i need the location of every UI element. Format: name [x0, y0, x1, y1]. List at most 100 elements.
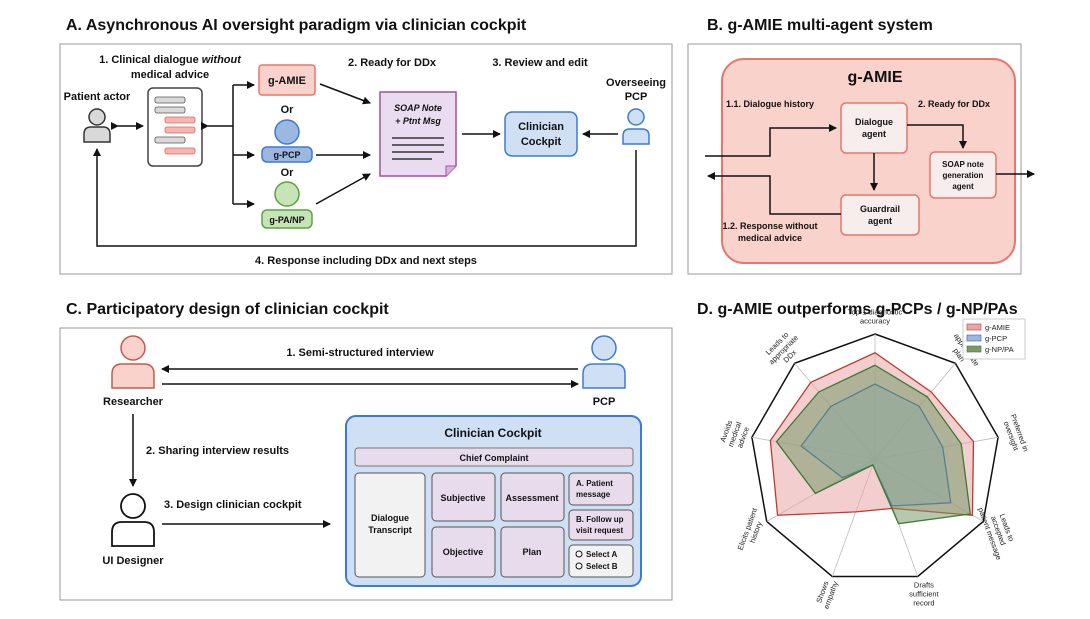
panel-a: A. Asynchronous AI oversight paradigm vi…	[59, 17, 673, 275]
guardrail-agent-line1: Guardrail	[860, 204, 900, 214]
amie-to-soap-arrow	[319, 83, 371, 105]
radar-series-g-np-pa	[775, 364, 971, 525]
researcher-label: Researcher	[103, 396, 164, 408]
dialogue-agent-line2: agent	[862, 129, 886, 139]
patient-actor-icon	[83, 108, 111, 143]
sharing-label: 2. Sharing interview results	[146, 445, 289, 457]
follow-up-section	[568, 509, 634, 541]
g-amie-box	[258, 64, 316, 96]
cockpit-mockup-title: Clinician Cockpit	[444, 426, 541, 440]
select-a-radio[interactable]	[575, 550, 583, 558]
cockpit-label-line1: Clinician	[518, 121, 564, 133]
legend-entry: g-AMIE	[985, 323, 1010, 332]
assessment-section	[500, 472, 565, 522]
dialogue-history-label: 1.1. Dialogue history	[726, 99, 814, 109]
step1-label: 1. Clinical dialogue without	[99, 54, 242, 66]
soap-agent-line3: agent	[952, 182, 974, 191]
dialogue-agent-box	[840, 102, 908, 154]
g-pcp-label: g-PCP	[274, 150, 301, 160]
dialogue-history-arrow	[705, 124, 837, 157]
panel-b-title: B. g-AMIE multi-agent system	[707, 17, 933, 34]
researcher-icon	[111, 335, 155, 389]
panel-c-title: C. Participatory design of clinician coc…	[66, 301, 389, 318]
plan-section	[500, 526, 565, 578]
response-arrow	[707, 172, 841, 215]
patient-message-line1: A. Patient	[576, 479, 613, 488]
follow-up-line1: B. Follow up	[576, 515, 624, 524]
legend-swatch	[966, 334, 982, 342]
guardrail-agent-box	[840, 194, 920, 236]
response-label-line1: 1.2. Response without	[722, 221, 817, 231]
patient-message-line2: message	[576, 490, 611, 499]
select-b-label: Select B	[586, 562, 618, 571]
chat-window-icon	[147, 87, 203, 167]
overseeing-pcp-icon	[622, 108, 650, 145]
select-a-label: Select A	[586, 550, 617, 559]
step1-label-line2: medical advice	[131, 69, 209, 81]
response-label-line2: medical advice	[738, 233, 802, 243]
g-amie-container-label: g-AMIE	[847, 69, 902, 86]
soap-note-line1: SOAP Note	[394, 103, 442, 113]
guardrail-agent-line2: agent	[868, 216, 892, 226]
design-cockpit-label: 3. Design clinician cockpit	[164, 499, 302, 511]
ready-ddx-label: 2. Ready for DDx	[918, 99, 990, 109]
clinician-cockpit-box	[504, 111, 578, 157]
patient-actor-label: Patient actor	[64, 91, 131, 103]
radar-legend: g-AMIE g-PCP g-NP/PA	[962, 318, 1026, 360]
chief-complaint-label: Chief Complaint	[460, 453, 529, 463]
objective-section	[431, 526, 496, 578]
cockpit-label-line2: Cockpit	[521, 136, 562, 148]
plan-label: Plan	[522, 547, 541, 557]
chief-complaint-bar	[354, 447, 634, 467]
ready-ddx-arrow	[907, 124, 967, 149]
g-amie-label: g-AMIE	[268, 75, 306, 87]
response-return-arrow	[93, 148, 637, 247]
radar-axis-label: Avoidsmedicaladvice	[718, 417, 752, 451]
overseeing-pcp-label-1: Overseeing	[606, 77, 666, 89]
legend-entry: g-NP/PA	[985, 345, 1014, 354]
dialogue-transcript-line2: Transcript	[368, 525, 412, 535]
legend-swatch	[966, 323, 982, 331]
assessment-label: Assessment	[505, 493, 558, 503]
np-to-soap-arrow	[315, 173, 371, 205]
subjective-section	[431, 472, 496, 522]
soap-note-line2: + Ptnt Msg	[395, 116, 441, 126]
radar-axis-label: Leads toacceptedpatient message	[976, 500, 1020, 561]
panel-d: D. g-AMIE outperforms g-PCPs / g-NP/PAs …	[697, 301, 1031, 610]
legend-entry: g-PCP	[985, 334, 1007, 343]
soap-note-document	[379, 91, 457, 177]
soap-agent-box	[929, 151, 997, 199]
or-label-2: Or	[281, 167, 295, 179]
panel-a-title: A. Asynchronous AI oversight paradigm vi…	[66, 17, 527, 34]
select-b-radio[interactable]	[575, 562, 583, 570]
g-pcp-icon	[261, 119, 313, 163]
follow-up-line2: visit request	[576, 526, 623, 535]
panel-c: C. Participatory design of clinician coc…	[59, 301, 673, 601]
step3-label: 3. Review and edit	[492, 57, 588, 69]
ui-designer-icon	[111, 493, 155, 547]
objective-label: Objective	[443, 547, 484, 557]
soap-agent-line2: generation	[943, 171, 984, 180]
dialogue-agent-line1: Dialogue	[855, 117, 893, 127]
dialogue-transcript-panel	[354, 472, 426, 578]
or-label-1: Or	[281, 104, 295, 116]
dialogue-transcript-line1: Dialogue	[371, 513, 409, 523]
radar-axis-label: Elicits patienthistory	[736, 506, 768, 555]
radar-axis-label: Showsempathy	[813, 577, 840, 610]
semi-structured-label: 1. Semi-structured interview	[286, 347, 434, 359]
panel-b: B. g-AMIE multi-agent system g-AMIE 1.1.…	[687, 17, 1035, 275]
patient-message-section	[568, 472, 634, 506]
select-options-section	[568, 544, 634, 578]
ui-designer-label: UI Designer	[102, 555, 164, 567]
pcp-label: PCP	[593, 396, 616, 408]
panel-d-title: D. g-AMIE outperforms g-PCPs / g-NP/PAs	[697, 301, 1018, 318]
subjective-label: Subjective	[440, 493, 485, 503]
step2-label: 2. Ready for DDx	[348, 57, 437, 69]
step4-label: 4. Response including DDx and next steps	[255, 255, 477, 267]
g-pa-np-label: g-PA/NP	[269, 215, 304, 225]
g-pa-np-icon	[261, 181, 313, 229]
